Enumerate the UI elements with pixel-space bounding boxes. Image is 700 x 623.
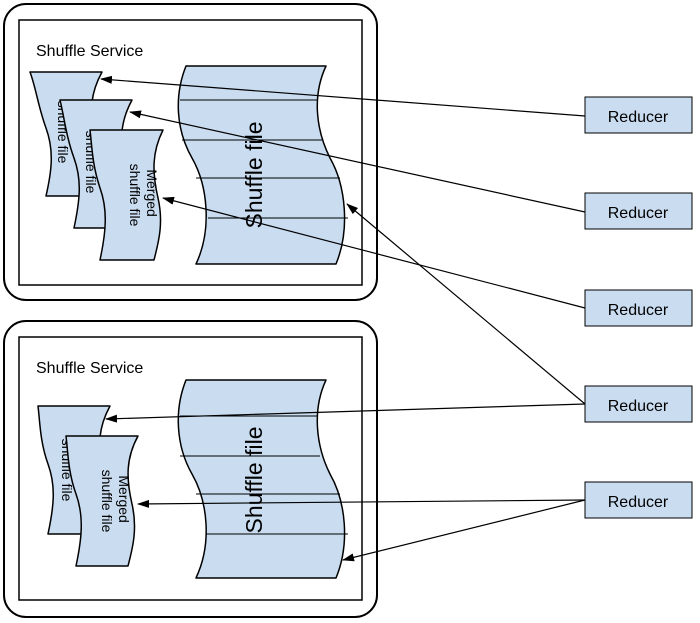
service-2-big-file-label: Shuffle file: [241, 427, 267, 534]
shuffle-service-2: Shuffle Service shuffle file Merged shuf…: [3, 320, 378, 618]
service-2-merged-label: Merged shuffle file: [99, 470, 132, 533]
arrow-reducer-5-to-merged-file: [137, 499, 586, 508]
arrow-reducer-5-to-big-file-2: [342, 499, 586, 562]
service-2-big-shuffle-file: Shuffle file: [177, 379, 348, 579]
shuffle-service-1: Shuffle Service shuffle file shuffle fil…: [3, 3, 378, 301]
service-1-big-shuffle-file: Shuffle file: [177, 65, 348, 265]
arrow-reducer-2-to-shuffle-file-2: [129, 110, 586, 213]
service-1-merged-label: Merged shuffle file: [127, 164, 160, 227]
reducer-1: Reducer: [584, 96, 693, 134]
reducer-3: Reducer: [584, 289, 693, 327]
arrow-reducer-3-to-merged-file: [162, 196, 586, 309]
service-1-label: Shuffle Service: [36, 43, 143, 60]
reducer-1-label: Reducer: [608, 109, 669, 126]
service-2-label: Shuffle Service: [36, 360, 143, 377]
arrow-reducer-4-to-big-file-1: [346, 203, 586, 405]
reducer-5: Reducer: [584, 481, 693, 519]
service-1-merged-shuffle-file: Merged shuffle file: [89, 129, 164, 261]
reducer-5-label: Reducer: [608, 494, 669, 511]
arrow-reducer-4-to-service-2-file: [105, 403, 586, 423]
service-2-merged-shuffle-file: Merged shuffle file: [65, 435, 139, 567]
reducer-2-label: Reducer: [608, 205, 669, 222]
reducer-3-label: Reducer: [608, 302, 669, 319]
reducer-4-label: Reducer: [608, 398, 669, 415]
reducer-4: Reducer: [584, 385, 693, 423]
reducer-2: Reducer: [584, 192, 693, 230]
arrow-reducer-1-to-shuffle-file-1: [100, 75, 586, 117]
